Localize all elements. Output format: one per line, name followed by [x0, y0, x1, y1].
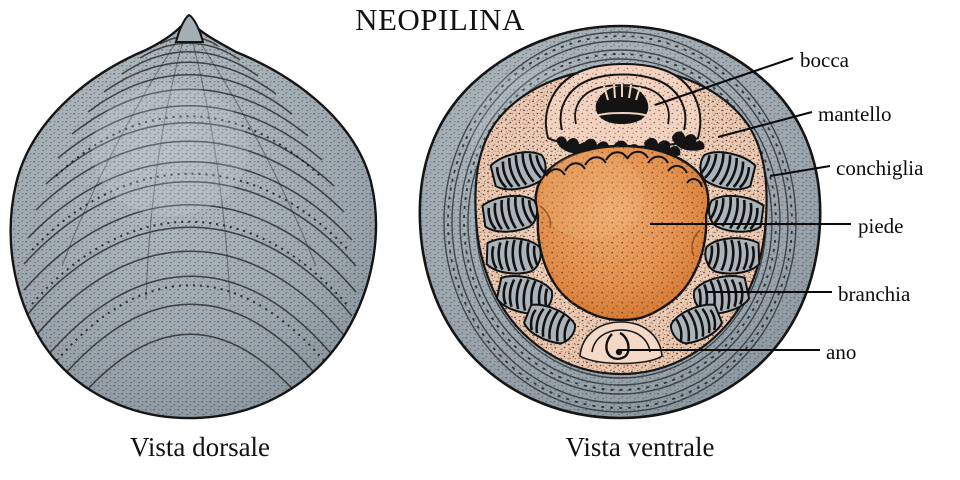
- dorsal-apex: [174, 13, 205, 43]
- leader-line-mantello: [717, 110, 813, 139]
- ventral-body: [418, 24, 822, 420]
- label-branchia: branchia: [838, 282, 911, 306]
- dorsal-shell: [9, 13, 378, 420]
- dorsal-growth-rings: [10, 18, 376, 419]
- foot-scallops: [545, 150, 703, 188]
- label-mantello: mantello: [818, 102, 892, 126]
- label-leader-lines: [618, 57, 851, 352]
- mouth-opening: [595, 86, 649, 124]
- label-piede: piede: [858, 214, 904, 238]
- gills-right: [670, 151, 765, 345]
- ventral-anus: [579, 321, 663, 365]
- figure-title: NEOPILINA: [355, 2, 525, 37]
- leader-line-conchiglia: [769, 164, 831, 178]
- label-ano: ano: [826, 340, 857, 364]
- label-bocca: bocca: [800, 48, 849, 72]
- label-conchiglia: conchiglia: [836, 156, 924, 180]
- leader-line-bocca: [654, 57, 794, 106]
- caption-dorsal: Vista dorsale: [129, 432, 271, 462]
- caption-ventral: Vista ventrale: [565, 432, 715, 462]
- gills-left: [481, 151, 576, 345]
